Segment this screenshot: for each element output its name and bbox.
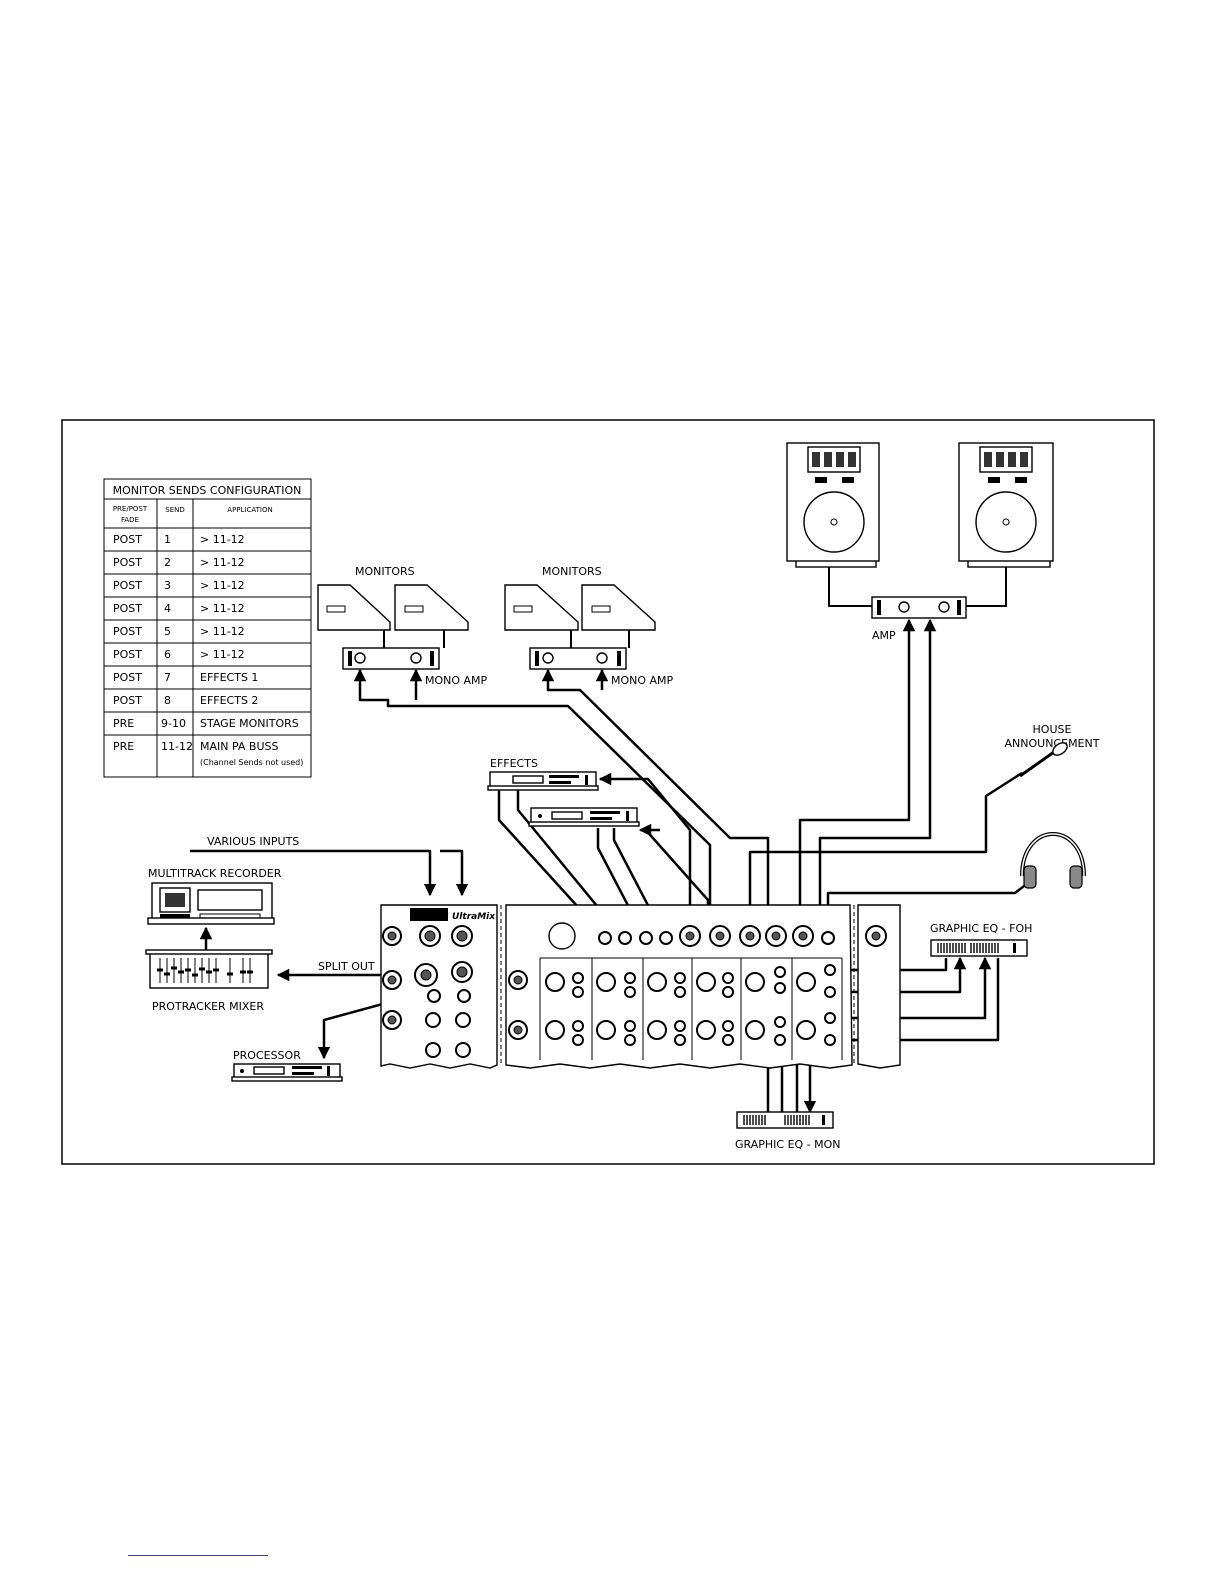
graphic-eq-mon-label: GRAPHIC EQ - MON — [735, 1138, 841, 1151]
row-7-send: 7 — [164, 671, 171, 684]
table-title: MONITOR SENDS CONFIGURATION — [113, 484, 302, 497]
amp-label: AMP — [872, 629, 896, 642]
header-send: SEND — [165, 506, 185, 514]
row-8-prepost: POST — [113, 694, 142, 707]
monitor-wedge-3 — [504, 584, 579, 631]
row-6-prepost: POST — [113, 648, 142, 661]
mono-amp-right — [529, 647, 627, 670]
graphic-eq-foh-label: GRAPHIC EQ - FOH — [930, 922, 1032, 935]
row-10-prepost: PRE — [113, 740, 134, 753]
row-10-send: 11-12 — [161, 740, 193, 753]
mixer-connectors — [382, 925, 887, 1058]
protracker-mixer — [145, 949, 273, 989]
main-speaker-right — [958, 442, 1054, 568]
diagram-frame — [61, 419, 1155, 1165]
header-prepost-1: PRE/POST — [113, 505, 148, 513]
row-5-application: > 11-12 — [200, 625, 245, 638]
row-1-application: > 11-12 — [200, 533, 245, 546]
house-announcement-label-1: HOUSE — [1033, 723, 1072, 736]
row-9-prepost: PRE — [113, 717, 134, 730]
row-6-send: 6 — [164, 648, 171, 661]
row-9-application: STAGE MONITORS — [200, 717, 299, 730]
header-prepost-2: FADE — [121, 516, 139, 524]
multitrack-recorder-label: MULTITRACK RECORDER — [148, 867, 282, 880]
effects-unit-1 — [487, 771, 599, 791]
microphone-icon — [1019, 742, 1068, 778]
row-3-prepost: POST — [113, 579, 142, 592]
split-out-label: SPLIT OUT — [318, 960, 375, 973]
row-7-application: EFFECTS 1 — [200, 671, 258, 684]
main-amp — [871, 596, 967, 619]
row-6-application: > 11-12 — [200, 648, 245, 661]
row-1-prepost: POST — [113, 533, 142, 546]
mono-amp-left — [342, 647, 440, 670]
row-8-send: 8 — [164, 694, 171, 707]
row-3-application: > 11-12 — [200, 579, 245, 592]
row-10-note: (Channel Sends not used) — [200, 758, 303, 767]
monitor-wedge-2 — [394, 584, 469, 631]
row-9-send: 9-10 — [161, 717, 186, 730]
various-inputs-label: VARIOUS INPUTS — [207, 835, 299, 848]
row-4-send: 4 — [164, 602, 171, 615]
headphones-icon — [1020, 832, 1086, 889]
row-4-prepost: POST — [113, 602, 142, 615]
mixer-brand-logo: UltraMix — [452, 912, 496, 922]
processor-unit — [231, 1063, 343, 1082]
mono-amp-right-label: MONO AMP — [611, 674, 674, 687]
multitrack-recorder — [147, 882, 275, 925]
processor-label: PROCESSOR — [233, 1049, 301, 1062]
mono-amp-left-label: MONO AMP — [425, 674, 488, 687]
row-2-prepost: POST — [113, 556, 142, 569]
effects-unit-2 — [528, 807, 640, 827]
footer-link-underline — [128, 1555, 268, 1556]
row-1-send: 1 — [164, 533, 171, 546]
monitor-wedge-4 — [581, 584, 656, 631]
main-speaker-left — [786, 442, 880, 568]
row-7-prepost: POST — [113, 671, 142, 684]
monitor-sends-table: MONITOR SENDS CONFIGURATION PRE/POST FAD… — [103, 478, 312, 778]
monitors-left-label: MONITORS — [355, 565, 415, 578]
row-3-send: 3 — [164, 579, 171, 592]
monitor-wedge-1 — [317, 584, 391, 631]
effects-label: EFFECTS — [490, 757, 538, 770]
graphic-eq-mon — [736, 1111, 834, 1129]
row-2-application: > 11-12 — [200, 556, 245, 569]
cables — [190, 567, 1029, 1114]
row-5-send: 5 — [164, 625, 171, 638]
row-4-application: > 11-12 — [200, 602, 245, 615]
house-announcement-label-2: ANNOUNCEMENT — [1005, 737, 1100, 750]
protracker-mixer-label: PROTRACKER MIXER — [152, 1000, 264, 1013]
row-10-application: MAIN PA BUSS — [200, 740, 279, 753]
row-8-application: EFFECTS 2 — [200, 694, 258, 707]
monitors-right-label: MONITORS — [542, 565, 602, 578]
graphic-eq-foh — [930, 939, 1028, 957]
header-application: APPLICATION — [227, 506, 272, 514]
row-5-prepost: POST — [113, 625, 142, 638]
row-2-send: 2 — [164, 556, 171, 569]
